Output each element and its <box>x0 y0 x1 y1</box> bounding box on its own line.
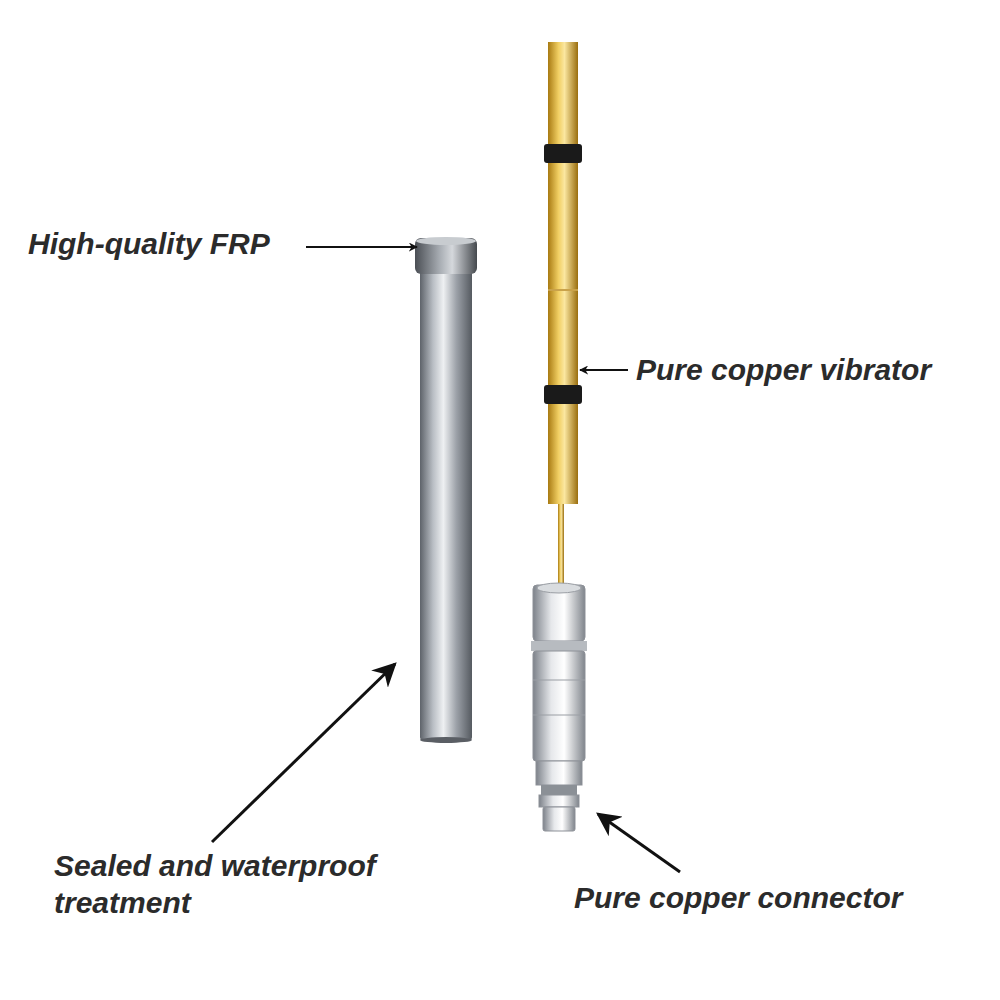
leader-arrow <box>598 814 680 872</box>
frp-tube <box>415 237 477 743</box>
part-label: Pure copper connector <box>574 880 902 917</box>
leader-arrow <box>306 246 417 248</box>
copper-vibrator <box>544 42 582 590</box>
leader-arrow <box>212 664 395 842</box>
part-label: Pure copper vibrator <box>636 352 931 389</box>
part-label: Sealed and waterproof treatment <box>54 848 444 921</box>
copper-connector <box>531 583 587 831</box>
part-label: High-quality FRP <box>28 226 270 263</box>
leader-arrow <box>580 369 628 371</box>
